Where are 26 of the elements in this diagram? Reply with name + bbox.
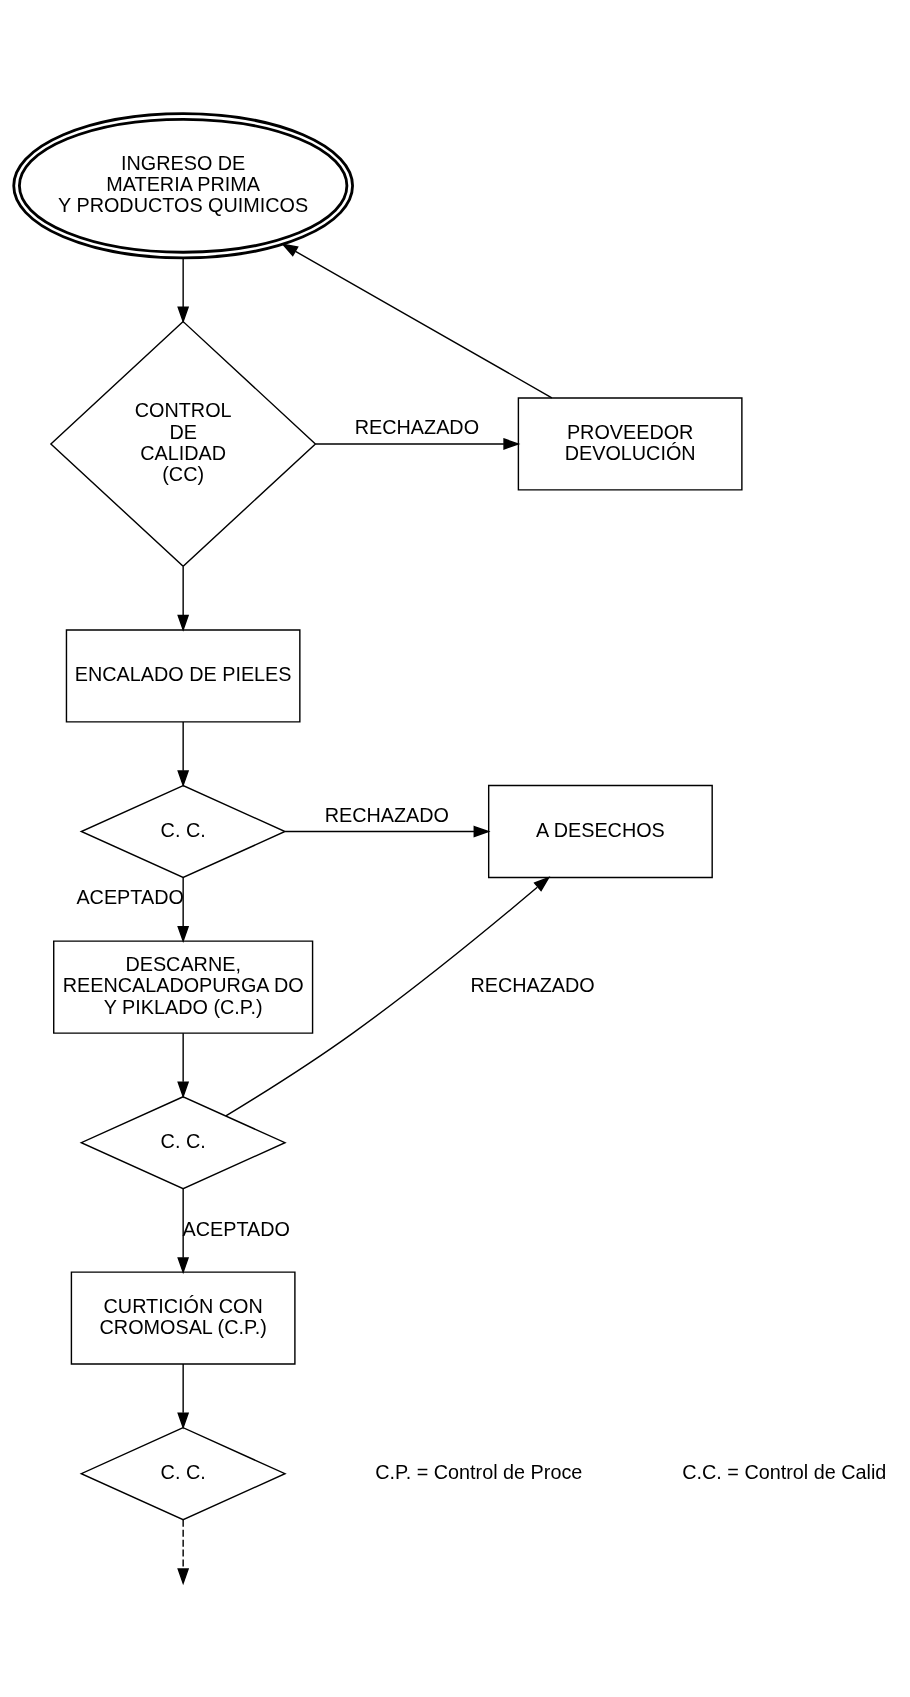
node-diamond: C. C. bbox=[79, 784, 287, 878]
arrow bbox=[177, 1031, 190, 1098]
arrow bbox=[177, 565, 190, 632]
arrow bbox=[177, 1362, 190, 1429]
edge-label: RECHAZADO bbox=[470, 973, 595, 996]
arrow bbox=[281, 242, 553, 398]
label: C.P. = Control de Proce bbox=[375, 1460, 583, 1483]
arrow bbox=[177, 1518, 190, 1585]
node-box: CURTICIÓN CON CROMOSAL (C.P.) bbox=[70, 1270, 296, 1365]
node-box: DESCARNE, REENCALADOPURGA DO Y PIKLADO (C.P.) bbox=[53, 939, 314, 1034]
node-diamond: CONTROL DE CALIDAD (CC) bbox=[49, 320, 317, 567]
arrow bbox=[177, 720, 190, 787]
label: C.C. = Control de Calid bbox=[682, 1460, 887, 1483]
node-diamond: C. C. bbox=[79, 1426, 287, 1520]
arrow bbox=[284, 825, 491, 837]
arrow bbox=[177, 1187, 190, 1274]
node-box: PROVEEDOR DEVOLUCIÓN bbox=[517, 396, 743, 491]
node-box: ENCALADO DE PIELES bbox=[65, 628, 301, 723]
arrow bbox=[177, 876, 190, 943]
arrow bbox=[177, 257, 190, 324]
node-box: A DESECHOS bbox=[488, 784, 713, 878]
node-diamond: C. C. bbox=[79, 1095, 287, 1189]
arrow bbox=[225, 875, 551, 1117]
edge-label: RECHAZADO bbox=[324, 803, 449, 826]
arrow bbox=[314, 437, 521, 450]
edge-label: RECHAZADO bbox=[354, 415, 480, 438]
